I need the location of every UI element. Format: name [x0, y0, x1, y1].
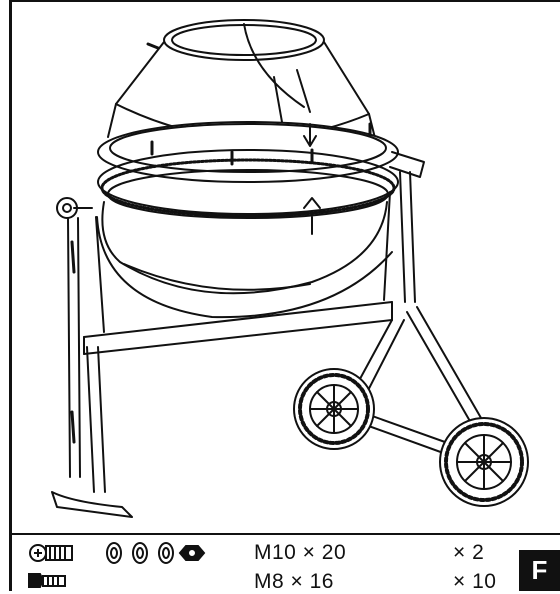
hardware-divider: [9, 533, 560, 535]
bolt-icon: [28, 573, 66, 588]
gear-ring: [97, 149, 399, 219]
wheel-right: [439, 417, 529, 507]
right-leg: [389, 151, 425, 303]
frame-border-top: [9, 0, 560, 2]
wheel-left: [293, 368, 375, 450]
drum-lower-body: [96, 197, 393, 319]
hardware-qty-1: × 2: [453, 541, 485, 564]
frame-border-left: [9, 0, 12, 591]
hardware-spec-1: M10 × 20: [254, 541, 347, 564]
hardware-qty-2: × 10: [453, 570, 497, 593]
step-badge: F: [519, 550, 560, 591]
cradle-frame: [83, 191, 393, 355]
left-leg: [51, 197, 133, 518]
bolt-washers-nut-set-icon: [29, 542, 206, 564]
drum-flange-ring: [97, 121, 399, 183]
cement-mixer-illustration: [51, 19, 529, 518]
assembly-bolts: [146, 42, 372, 166]
drum-cone: [107, 19, 377, 143]
hardware-spec-2: M8 × 16: [254, 570, 334, 593]
